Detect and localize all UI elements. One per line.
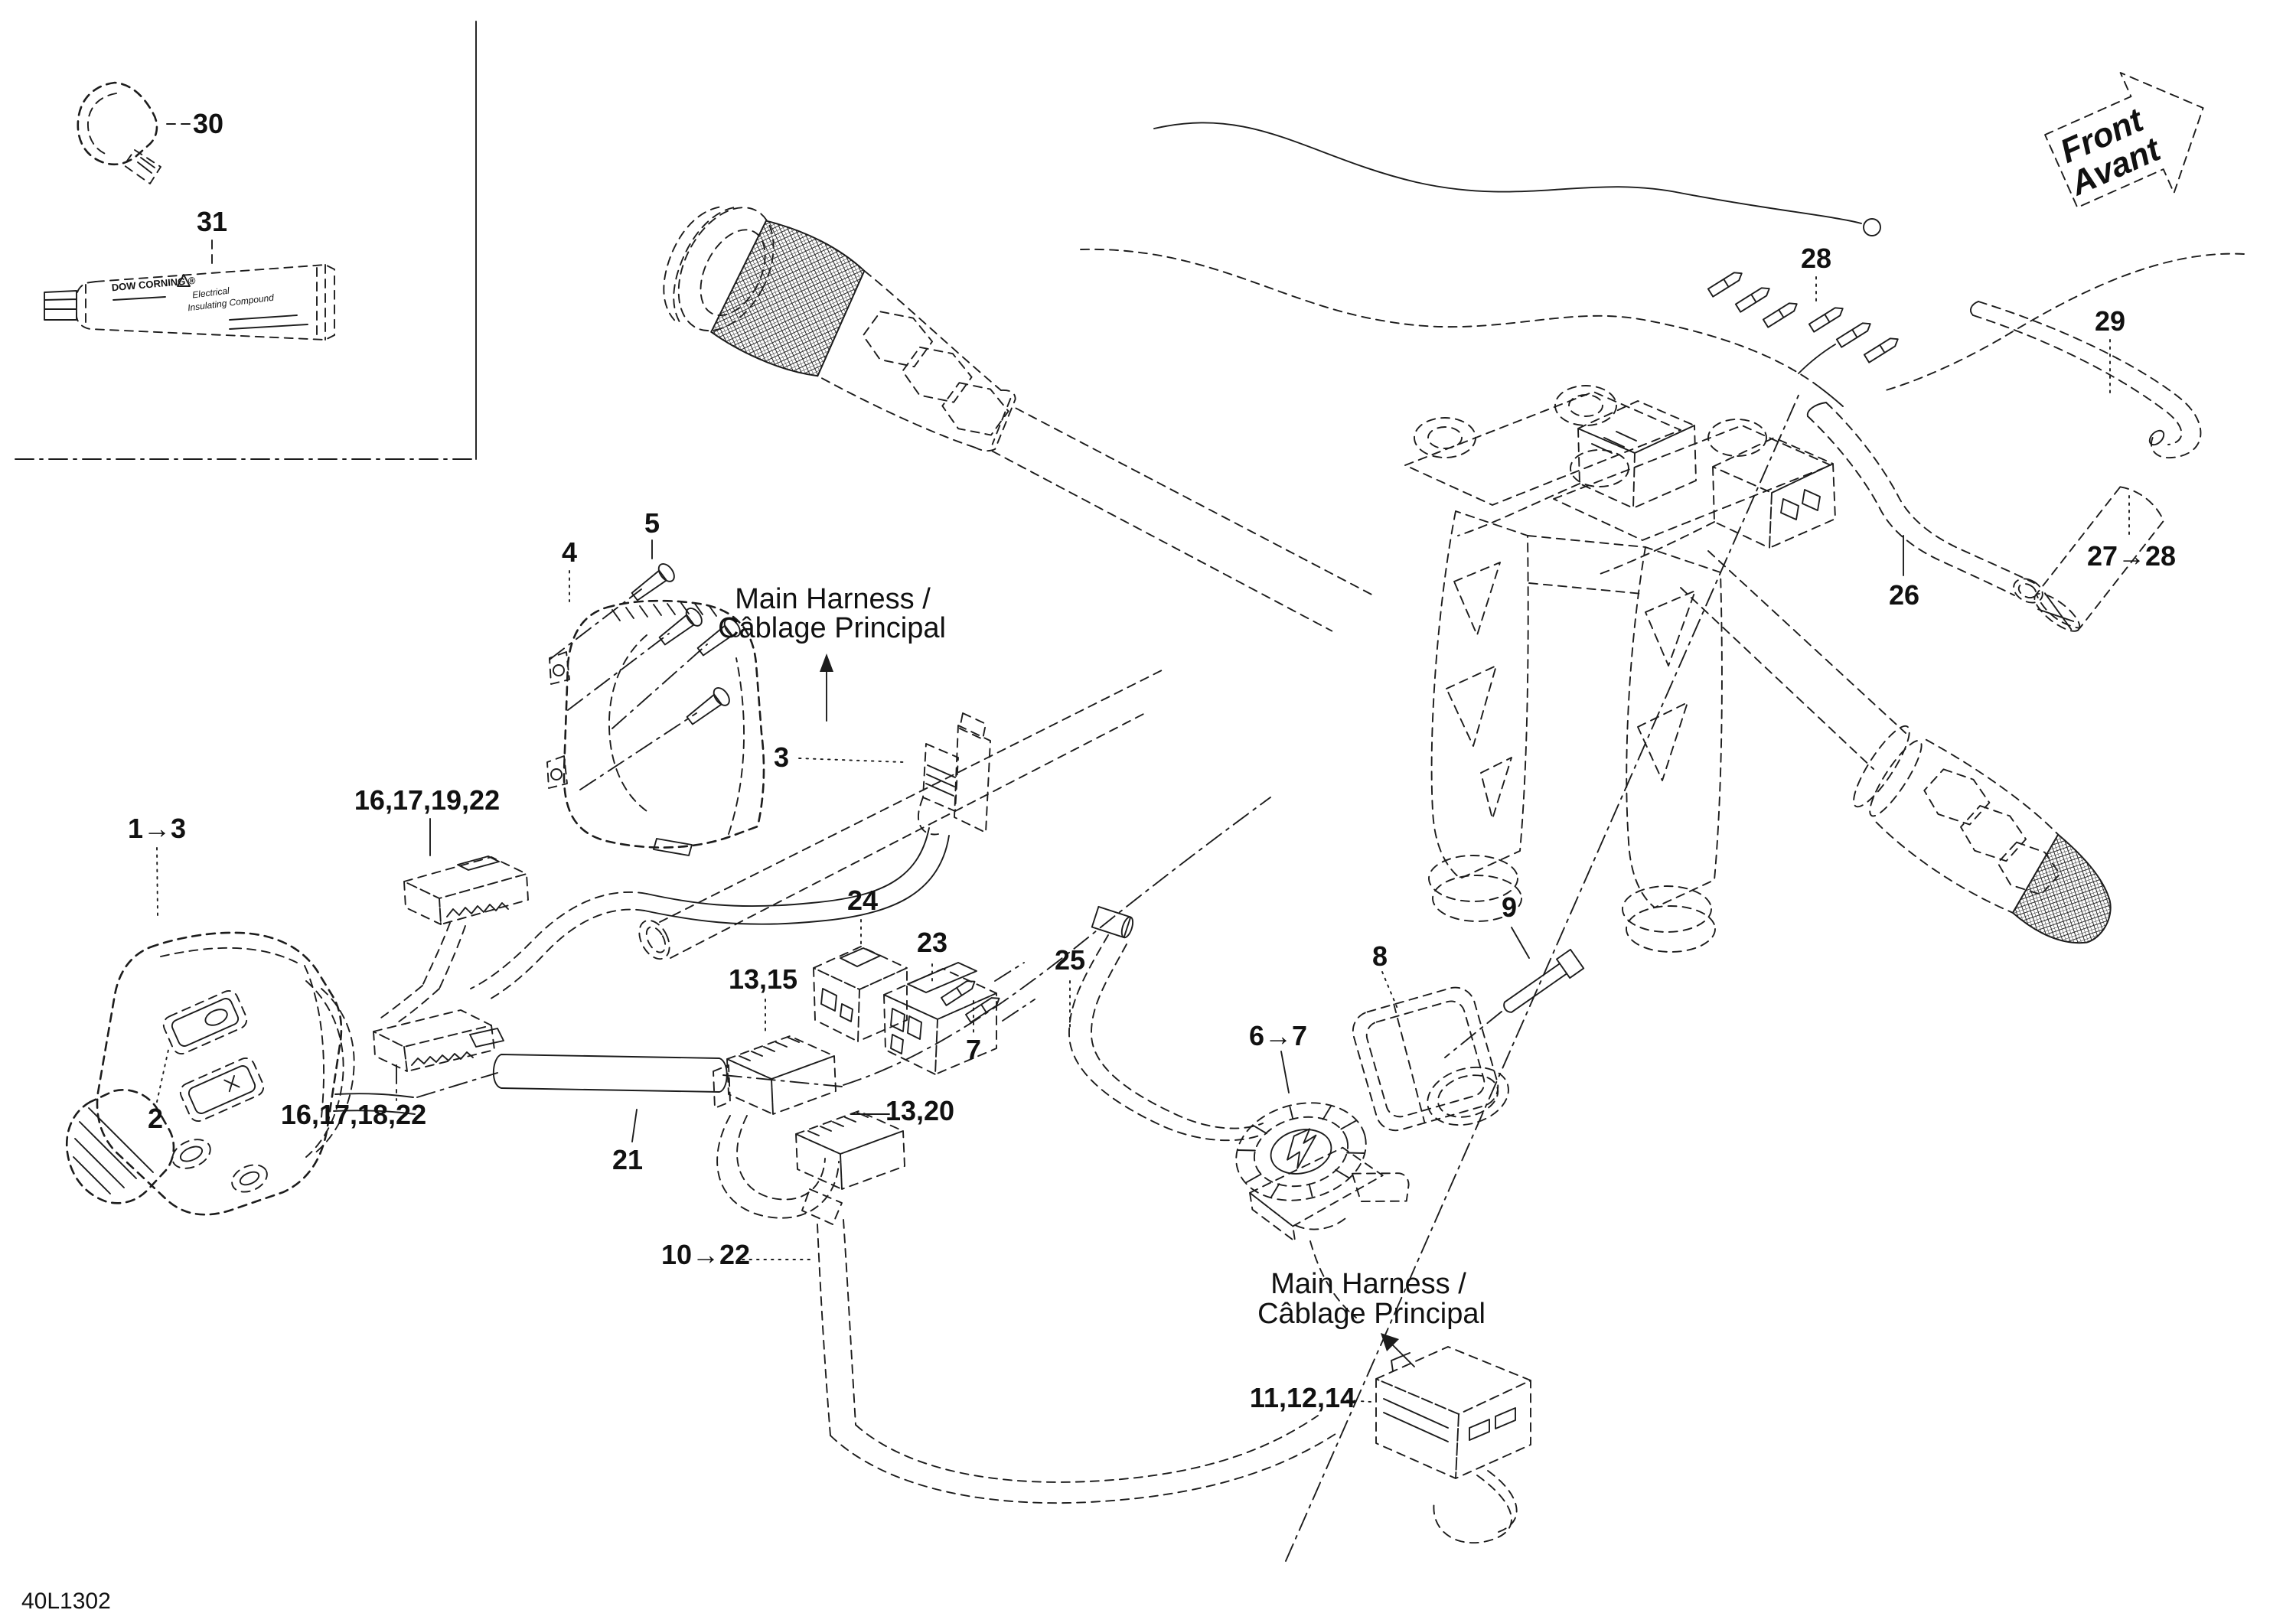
grip-heater-wires <box>1080 122 2245 407</box>
callout-28: 28 <box>1801 243 1831 274</box>
leader-6-7 <box>1280 1051 1290 1093</box>
connector-part-24 <box>813 946 908 1042</box>
bottom-harness-wire-a <box>830 1432 1339 1504</box>
front-direction-arrow: Front Avant <box>2044 72 2204 209</box>
bolt-assembly-line <box>1444 1011 1502 1058</box>
switch-button-icon <box>204 1009 228 1026</box>
pin-strip-16-17-19-22 <box>380 855 529 1023</box>
switch-button-icon <box>223 1074 240 1093</box>
callout-23: 23 <box>917 927 947 958</box>
connector-part-3 <box>470 712 991 1002</box>
leader-3 <box>798 758 904 763</box>
connector-part-13-15 <box>713 1035 840 1219</box>
main-harness-top-line2: Câblage Principal <box>718 612 946 644</box>
heater-connector-housings <box>1457 400 1836 576</box>
leader-8 <box>1381 971 1398 1009</box>
callout-27-28: 27→28 <box>2087 540 2176 572</box>
callout-30: 30 <box>193 108 223 139</box>
leader-21 <box>631 1109 638 1142</box>
connector-part-13-20 <box>795 1110 905 1225</box>
wire-part-25 <box>1068 905 1264 1142</box>
callout-4: 4 <box>562 536 577 568</box>
harness-routing-line <box>843 797 1271 1086</box>
callout-13-15: 13,15 <box>729 963 797 995</box>
callout-21: 21 <box>612 1144 643 1175</box>
callout-25: 25 <box>1055 944 1085 976</box>
callout-16-17-19-22: 16,17,19,22 <box>354 784 500 816</box>
callout-13-20: 13,20 <box>885 1095 954 1126</box>
callout-5: 5 <box>644 507 660 539</box>
multifunction-switch <box>65 931 416 1216</box>
leader-1-3 <box>156 847 158 916</box>
drawing-number: 40L1302 <box>21 1589 111 1614</box>
heater-wire-terminals <box>1707 272 1899 363</box>
pin-strip-16-17-18-22 <box>373 1009 504 1072</box>
main-harness-bottom-arrowhead <box>1381 1333 1399 1351</box>
sleeve-part-27-28 <box>2033 486 2164 632</box>
callout-16-17-18-22: 16,17,18,22 <box>281 1099 426 1130</box>
callout-29: 29 <box>2095 305 2125 337</box>
bottom-harness-wire-b <box>855 1415 1319 1483</box>
wire-eyelet <box>1863 218 1881 236</box>
callout-24: 24 <box>847 885 878 916</box>
main-harness-top-arrowhead <box>820 653 833 672</box>
harness-sheath-part-21 <box>416 1054 843 1098</box>
connector-part-23 <box>883 962 997 1075</box>
main-harness-bottom-arrow-line <box>1389 1341 1415 1367</box>
terminals-part-7 <box>941 962 1035 1023</box>
callout-8: 8 <box>1372 940 1388 972</box>
handlebar-open-end <box>638 669 1164 960</box>
switch-housing-part-4 <box>546 599 765 856</box>
callout-1-3: 1→3 <box>128 813 186 844</box>
main-harness-top-line1: Main Harness / <box>735 583 931 615</box>
tube-label-line1: Electrical <box>191 285 230 301</box>
callout-10-22: 10→22 <box>661 1239 750 1270</box>
kill-switch-pigtail <box>1309 1240 1357 1318</box>
bolt-part-9 <box>1503 948 1585 1013</box>
main-harness-annotation-bottom: Main Harness / Câblage Principal <box>1257 1268 1486 1367</box>
callout-2: 2 <box>148 1103 163 1134</box>
leader-9 <box>1511 927 1530 959</box>
insulating-compound-tube-part-31: DOW CORNING ® Electrical Insulating Comp… <box>44 264 335 341</box>
inset-box: 30 31 DOW CORNING ® Electrical Insulatin… <box>15 21 477 460</box>
callout-7: 7 <box>966 1034 981 1065</box>
warning-triangle-icon <box>177 274 191 287</box>
leader-2 <box>156 1049 169 1103</box>
handlebar-tube <box>991 407 1376 632</box>
callout-9: 9 <box>1502 891 1517 923</box>
main-harness-bottom-line1: Main Harness / <box>1270 1268 1466 1300</box>
screws-part-5 <box>549 562 741 790</box>
callout-6-7: 6→7 <box>1249 1020 1307 1051</box>
kill-switch-part-6-7 <box>1235 1102 1410 1243</box>
main-harness-bottom-line2: Câblage Principal <box>1257 1298 1486 1330</box>
right-handlebar-tube <box>1680 550 1906 770</box>
callout-11-12-14: 11,12,14 <box>1250 1382 1355 1413</box>
left-handlebar-grip <box>663 206 1376 632</box>
right-handlebar-grip <box>1853 725 2112 944</box>
lightning-bolt-icon <box>1287 1128 1317 1169</box>
callout-31: 31 <box>197 206 227 237</box>
callout-3: 3 <box>774 741 789 773</box>
bent-tube-part-26 <box>1806 402 2043 604</box>
connector-part-11-12-14 <box>1375 1346 1531 1544</box>
retainer-clip-part-30 <box>77 81 161 184</box>
clamp-part-8 <box>1352 986 1509 1132</box>
callout-26: 26 <box>1889 579 1919 611</box>
hose-part-29 <box>1969 301 2202 458</box>
main-harness-annotation-top: Main Harness / Câblage Principal <box>718 583 946 722</box>
harness-drop-wire <box>817 1219 856 1436</box>
steering-axis-line <box>1285 391 1801 1562</box>
